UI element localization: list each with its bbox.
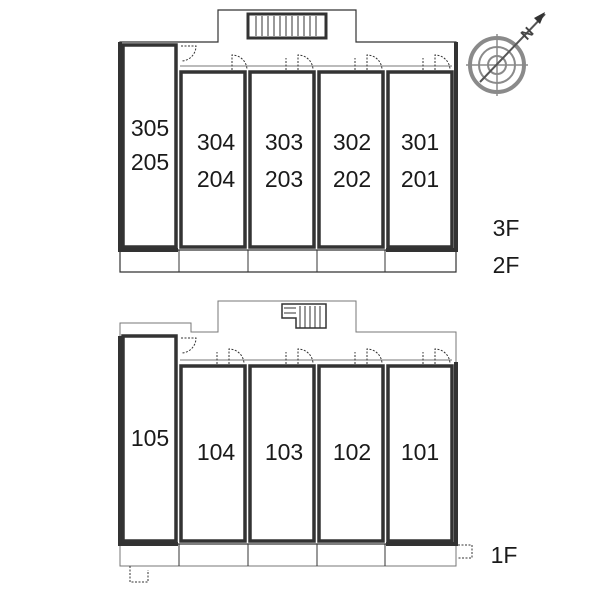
upper-unit-rooms [121, 43, 454, 249]
upper-balcony-dividers [178, 250, 386, 272]
unit-number-302: 302 [333, 129, 371, 155]
unit-number-105: 105 [131, 425, 169, 451]
first-unit-rooms [121, 334, 454, 543]
unit-number-103: 103 [265, 439, 303, 465]
floor-label-1f: 1F [491, 542, 518, 568]
first-balcony-dividers [178, 544, 386, 566]
unit-number-201: 201 [401, 166, 439, 192]
unit-number-102: 102 [333, 439, 371, 465]
unit-room-105 [121, 334, 178, 543]
unit-number-202: 202 [333, 166, 371, 192]
unit-number-301: 301 [401, 129, 439, 155]
unit-room-301 [386, 70, 454, 249]
floor-label-3f: 3F [493, 215, 520, 241]
unit-room-305 [121, 43, 178, 249]
unit-room-103 [248, 364, 316, 543]
compass-rose-icon: N [466, 12, 546, 96]
unit-number-204: 204 [197, 166, 236, 192]
upper-stair [246, 12, 328, 40]
unit-room-303 [248, 70, 316, 249]
unit-number-305: 305 [131, 115, 169, 141]
first-door-swings [129, 337, 473, 583]
first-floor-plan: 105 104 103 102 101 1F [118, 300, 518, 583]
unit-number-304: 304 [197, 129, 236, 155]
unit-number-205: 205 [131, 149, 169, 175]
unit-number-104: 104 [197, 439, 236, 465]
unit-room-304 [179, 70, 247, 249]
upper-door-swings [180, 45, 451, 71]
floor-label-2f: 2F [493, 252, 520, 278]
first-stair [281, 303, 327, 329]
first-corridor-outline [119, 300, 457, 567]
unit-room-101 [386, 364, 454, 543]
unit-number-203: 203 [265, 166, 303, 192]
unit-number-101: 101 [401, 439, 439, 465]
upper-corridor-outline [119, 9, 457, 273]
unit-number-303: 303 [265, 129, 303, 155]
upper-floor-plan: 305 205 304 204 303 203 302 202 301 201 … [118, 9, 520, 278]
unit-room-104 [179, 364, 247, 543]
upper-left-wall [118, 42, 178, 252]
unit-room-102 [317, 364, 385, 543]
unit-room-302 [317, 70, 385, 249]
